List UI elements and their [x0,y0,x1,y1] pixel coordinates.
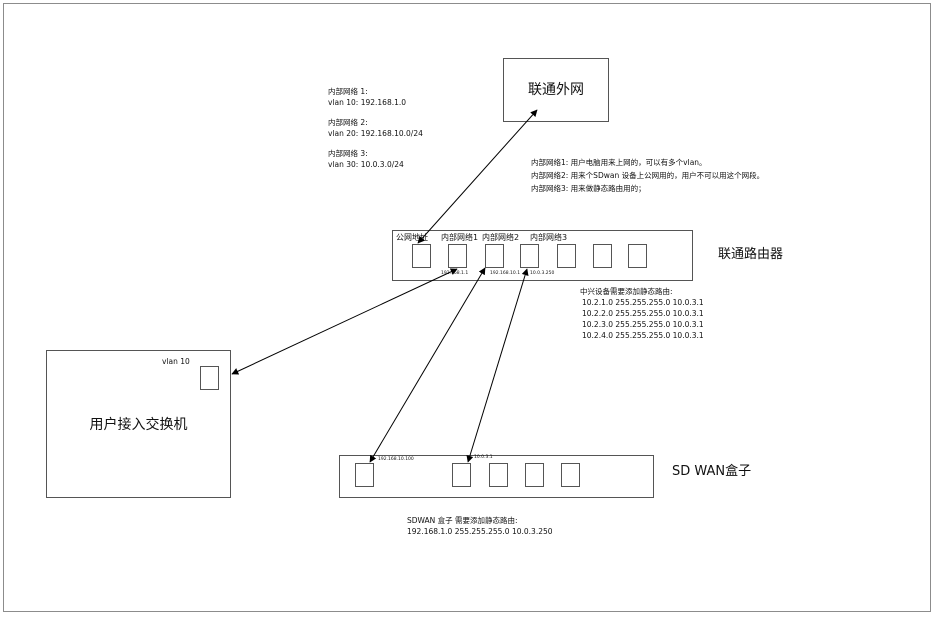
router-port-label-lan3: 内部网络3 [530,233,568,242]
access-switch-label: 用户接入交换机 [89,417,188,433]
zte-route-row: 10.2.4.0 255.255.255.0 10.0.3.1 [582,331,704,340]
router-port-5 [557,244,576,268]
external-network-label: 联通外网 [528,82,584,98]
sdwan-port-2 [452,463,471,487]
link-lan2-sdwan [369,267,486,463]
router-port-6 [593,244,612,268]
network-1-title: 内部网络 1: [328,87,368,96]
router-port-7 [628,244,647,268]
router-label: 联通路由器 [718,247,784,262]
page-frame [3,3,931,612]
description-2: 内部网络2: 用来个SDwan 设备上公网用的，用户不可以用这个网段。 [531,171,765,180]
zte-route-row: 10.2.1.0 255.255.255.0 10.0.3.1 [582,298,704,307]
network-3-title: 内部网络 3: [328,149,368,158]
sdwan-routes-title: SDWAN 盒子 需要添加静态路由: [407,516,518,525]
description-3: 内部网络3: 用来做静态路由用的； [531,184,646,193]
zte-route-row: 10.2.3.0 255.255.255.0 10.0.3.1 [582,320,704,329]
network-2-vlan: vlan 20: 192.168.10.0/24 [328,129,423,138]
sdwan-port-3 [489,463,508,487]
access-switch-port-vlan10 [200,366,219,390]
access-switch-vlan-label: vlan 10 [162,357,190,366]
sdwan-port-5 [561,463,580,487]
network-1-vlan: vlan 10: 192.168.1.0 [328,98,407,107]
router-port-lan3 [520,244,539,268]
router-port-label-wan: 公网地址 [396,233,428,242]
sdwan-route-row: 192.168.1.0 255.255.255.0 10.0.3.250 [407,527,553,536]
zte-route-row: 10.2.2.0 255.255.255.0 10.0.3.1 [582,309,704,318]
sdwan-label: SD WAN盒子 [672,464,752,479]
link-wan-external [417,109,538,244]
sdwan-port-1 [355,463,374,487]
network-2-title: 内部网络 2: [328,118,368,127]
zte-routes-title: 中兴设备需要添加静态路由: [580,287,673,296]
router-port-lan2 [485,244,504,268]
network-3-vlan: vlan 30: 10.0.3.0/24 [328,160,404,169]
description-1: 内部网络1: 用户电脑用来上网的，可以有多个vlan。 [531,158,707,167]
router-port-ip-lan3: 10.0.3.250 [530,271,555,276]
sdwan-port-4 [525,463,544,487]
link-lan1-switch [231,268,458,375]
link-lan3-sdwan [466,268,529,463]
